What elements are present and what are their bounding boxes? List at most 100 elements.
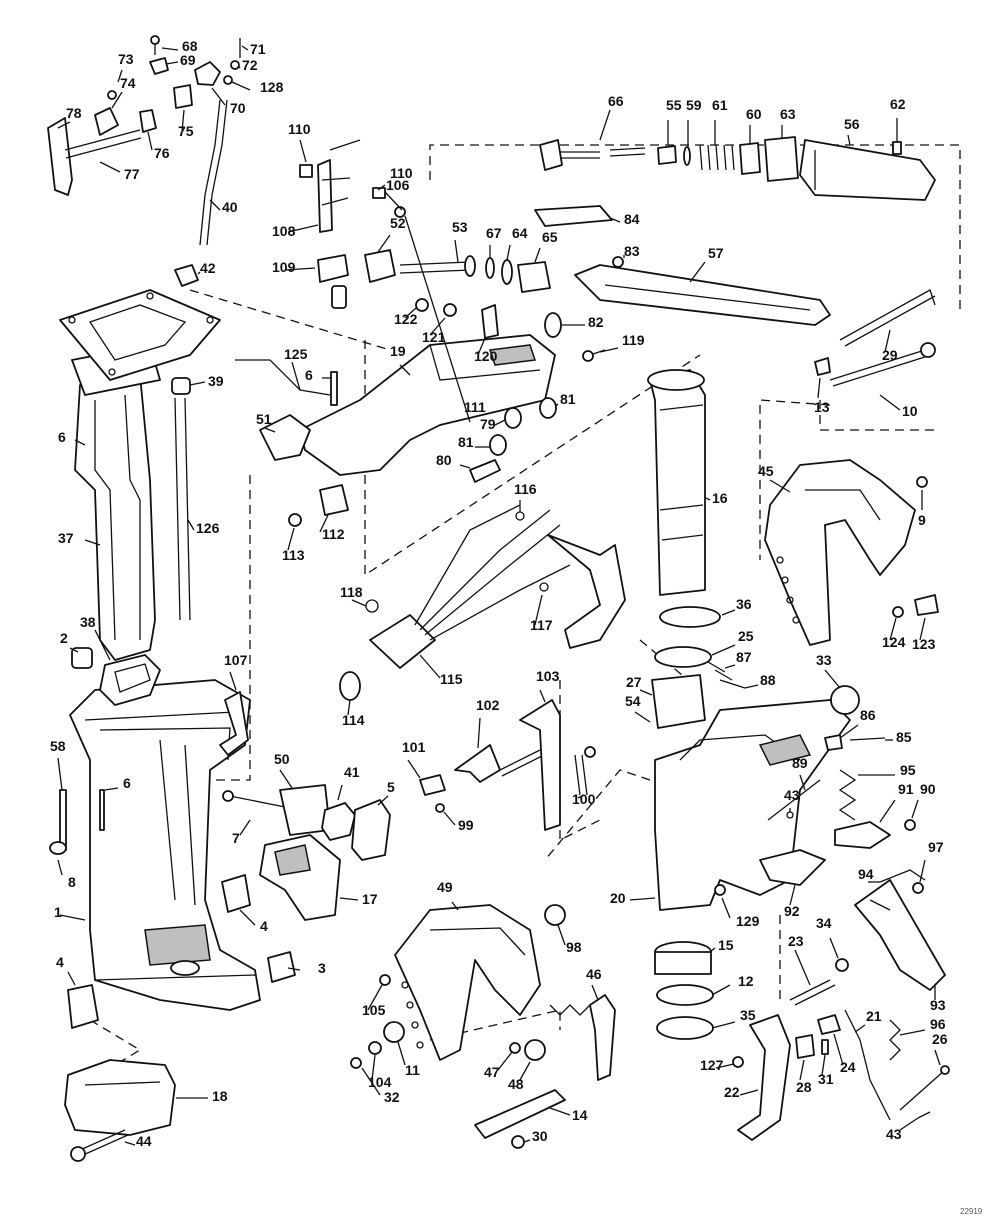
stern-bracket-part-45 [764,459,916,646]
bolt-part-80 [469,459,501,483]
bracket-part-112 [219,691,249,756]
callout-leader-line [429,317,446,336]
callout-leader-line [911,799,919,819]
cable-part-40 [199,99,228,246]
callout-number: 52 [390,215,406,231]
callout-leader-line [239,909,256,926]
callout-number: 6 [58,429,66,445]
callout-number: 89 [792,755,808,771]
washer-part-79 [504,407,522,429]
callout-43: 43 [784,787,800,812]
callout-number: 125 [284,346,308,362]
callout-leader-line [59,914,86,921]
screw-part-8 [49,841,67,855]
callout-number: 4 [56,954,64,970]
bushing-part-63 [764,136,799,182]
callout-number: 76 [154,145,170,161]
callout-11: 11 [397,1041,420,1078]
callout-number: 13 [814,399,830,415]
callout-leader-line [794,949,811,986]
callout-number: 40 [222,199,238,215]
callout-number: 2 [60,630,68,646]
callout-leader-line [94,629,111,661]
callout-number: 98 [566,939,582,955]
callout-75: 75 [178,109,194,139]
callout-102: 102 [476,697,500,749]
bushing-part-11 [383,1021,405,1043]
callout-74: 74 [111,75,136,109]
callout-128: 128 [231,79,284,95]
callout-number: 19 [390,343,406,359]
callout-leader-line [241,45,249,51]
callout-leader-line [739,1089,759,1096]
callout-leader-line [833,1033,844,1066]
cover-part-18 [64,1059,176,1136]
callout-42: 42 [197,260,216,276]
callout-number: 1 [54,904,62,920]
callout-leader-line [799,774,806,791]
callout-number: 88 [760,672,776,688]
callout-number: 68 [182,38,198,54]
callout-32: 32 [361,1067,400,1105]
latch-part-93 [854,879,946,991]
screw-part-58 [59,789,67,851]
callout-number: 28 [796,1079,812,1095]
callout-88: 88 [744,672,776,689]
callout-number: 16 [712,490,728,506]
callout-number: 116 [514,481,537,497]
sleeve-part-27 [651,674,706,729]
callout-leader-line [197,271,201,275]
rubber-block-part-3 [267,951,296,983]
callout-number: 4 [260,918,268,934]
callout-49: 49 [437,879,459,911]
callout-leader-line [829,937,839,959]
bolt-part-100 [574,754,588,796]
callout-6: 6 [104,775,131,791]
callout-number: 34 [816,915,832,931]
bushing-part-52 [364,249,396,283]
callout-number: 79 [480,416,496,432]
callout-number: 56 [844,116,860,132]
pin-part-55 [657,145,677,165]
callout-number: 43 [886,1126,902,1142]
callout-number: 100 [572,791,596,807]
callout-101: 101 [402,739,426,779]
callout-45: 45 [758,463,791,493]
callout-93: 93 [930,985,946,1013]
callout-13: 13 [814,377,830,415]
callout-14: 14 [549,1107,588,1123]
callout-95: 95 [858,762,916,778]
callout-leader-line [711,1021,736,1029]
callout-number: 69 [180,52,196,68]
callout-number: 112 [322,526,345,542]
callout-number: 50 [274,751,290,767]
callout-100: 100 [572,791,596,807]
callout-115: 115 [419,654,463,687]
callout-leader-line [889,617,897,641]
callout-number: 24 [840,1059,856,1075]
callout-number: 105 [362,1002,386,1018]
callout-number: 110 [390,165,413,181]
callout-65: 65 [534,229,558,263]
callout-109: 109 [272,259,316,275]
callout-leader-line [817,377,821,399]
gear-part-109 [317,254,349,283]
lever-part-22 [737,1014,791,1141]
callout-69: 69 [165,52,196,68]
callout-number: 120 [474,348,498,364]
callout-number: 59 [686,97,702,113]
spring-part-46 [549,1004,591,1016]
callout-68: 68 [161,38,198,54]
rod-part-89 [767,779,821,821]
callout-leader-line [919,617,926,641]
callout-leader-line [74,439,86,446]
callout-4: 4 [239,909,268,934]
callout-number: 15 [718,937,734,953]
callout-number: 67 [486,225,502,241]
nut-part-123 [415,298,429,312]
callout-91: 91 [879,781,914,823]
callout-number: 66 [608,93,624,109]
screw-part-30 [511,1135,525,1149]
callout-number: 114 [342,712,365,728]
